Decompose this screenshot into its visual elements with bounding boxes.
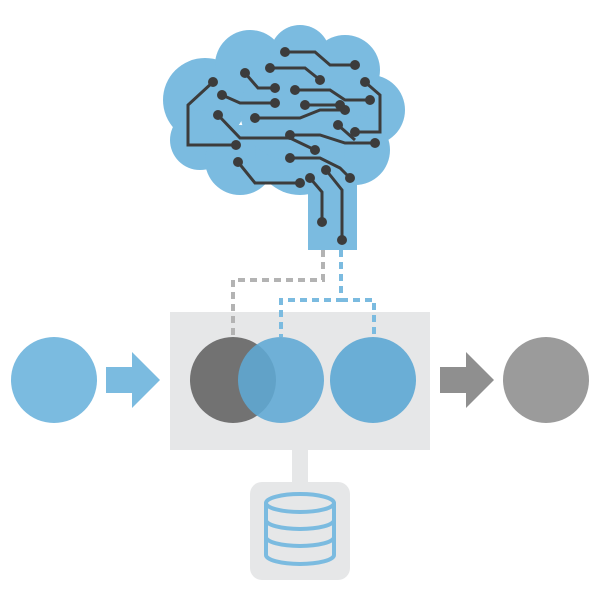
output-arrow-icon — [440, 352, 494, 408]
database-icon — [264, 492, 336, 566]
input-arrow-icon — [106, 352, 160, 408]
circuit-lines — [186, 50, 382, 240]
model-circle-blue-2 — [330, 337, 416, 423]
input-circle — [11, 337, 97, 423]
model-circle-blue — [238, 337, 324, 423]
output-circle — [503, 337, 589, 423]
db-connector — [292, 450, 308, 484]
gray-dashed-connector — [231, 250, 325, 335]
blue-dashed-connector — [279, 250, 343, 337]
circuit-nodes — [208, 47, 380, 245]
